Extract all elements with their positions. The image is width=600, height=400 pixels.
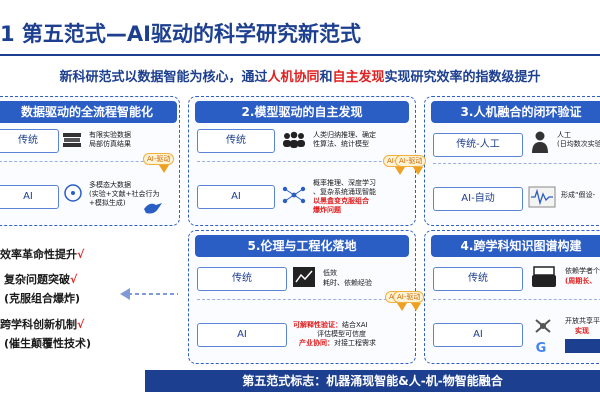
benefit-text: (克服组合爆炸) <box>4 292 81 305</box>
scientist-icon <box>527 129 553 155</box>
people-icon <box>279 129 309 151</box>
down-arrow <box>411 303 421 311</box>
label-traditional: 传统 <box>433 267 523 291</box>
divider <box>197 161 407 162</box>
down-arrow <box>395 167 405 175</box>
check-mark: √ <box>70 273 78 286</box>
p2-row2-red-1: 以黑盒变克服组合 <box>313 197 369 205</box>
p5-row2-line-3: 产业协同：对接工程需求 <box>299 339 376 348</box>
p2-row2-red-2: 爆炸问题 <box>313 206 341 214</box>
subtitle-highlight: 自主发现 <box>332 70 385 85</box>
label-traditional: 传统 <box>0 129 59 153</box>
subtitle-part: 和 <box>319 70 333 85</box>
panel-title: 5.伦理与工程化落地 <box>195 235 409 257</box>
label-ai-auto: AI-自动 <box>433 187 523 211</box>
divider <box>0 161 169 162</box>
left-arrow <box>120 286 178 300</box>
benefit-item: (克服组合爆炸) <box>4 290 80 306</box>
p1-row2-desc-1: 多模态大数据 <box>89 181 131 189</box>
waveform-icon <box>527 183 557 211</box>
benefit-item: (催生颠覆性技术) <box>4 335 91 351</box>
p5-red-1: 可解释性验证： <box>293 321 342 329</box>
divider <box>433 299 600 300</box>
label-ai: AI <box>197 185 275 209</box>
panel-model-driven: 2.模型驱动的自主发现 传统 人类归纳推理、确定 性算法、统计模型 AI-驱动 … <box>188 96 416 226</box>
check-mark: √ <box>77 318 85 331</box>
label-ai: AI <box>197 323 287 347</box>
panel-ethics-engineering: 5.伦理与工程化落地 传统 低效 耗时、依赖经验 AI-驱动 AI 可解释性验证… <box>188 230 417 364</box>
p5-row2-line-1: 可解释性验证：结合XAI <box>293 321 368 330</box>
panel-knowledge-graph: 4.跨学科知识图谱构建 传统 依赖学者个 (周期长、 AI-驱动 AI G 开放… <box>393 230 600 364</box>
panel-title: 2.模型驱动的自主发现 <box>195 101 409 123</box>
subtitle-part: 实现研究效率的指数级提升 <box>384 70 541 85</box>
panel-title: 数据驱动的全流程智能化 <box>0 101 177 123</box>
ai-driven-tag: AI-驱动 <box>393 291 425 303</box>
p4-row2-desc-2: 实现 <box>575 327 589 335</box>
label-traditional: 传统 <box>197 129 275 153</box>
p2-row2-desc-2: 、复杂系统涌现智能 <box>313 188 376 196</box>
p1-row1-desc-1: 有限实验数据 <box>89 131 131 139</box>
label-traditional-manual: 传统-人工 <box>433 133 523 157</box>
panel-data-driven: 数据驱动的全流程智能化 传统 有限实验数据 局部仿真结果 AI-驱动 AI 多模… <box>0 96 180 226</box>
p3-row1-desc-1: 人工 <box>557 131 571 139</box>
clock-chart-icon <box>291 265 317 289</box>
label-ai: AI <box>0 185 59 209</box>
p5-row1-desc-2: 耗时、依赖经验 <box>323 279 372 287</box>
panel-human-machine: 3.人机融合的闭环验证 传统-人工 人工 (日均数次实验) AI-驱动 AI-自… <box>395 96 600 226</box>
check-mark: √ <box>77 248 85 261</box>
p4-row1-desc-1: 依赖学者个 <box>565 267 600 275</box>
page-title: 1 第五范式—AI驱动的科学研究新范式 <box>0 22 361 46</box>
p1-row2-desc-2: (实验+文献+社会行为 <box>89 190 160 198</box>
p4-row2-desc-1: 开放共享平 <box>565 317 600 325</box>
p5-desc-1: 结合XAI <box>342 321 368 329</box>
p3-row2-desc-1: 形成“假设- <box>561 191 596 199</box>
p2-row2-desc-1: 概率推理、深度学习 <box>313 179 376 187</box>
p5-row1-desc-1: 低效 <box>323 269 337 277</box>
google-logo-icon: G <box>535 340 547 356</box>
share-icon <box>531 315 555 337</box>
neural-network-icon <box>279 181 309 209</box>
p5-desc-2: 对接工程需求 <box>334 339 376 347</box>
ai-driven-tag: AI-驱动 <box>395 155 427 167</box>
p3-row1-desc-2: (日均数次实验) <box>557 140 600 148</box>
down-arrow <box>159 165 169 173</box>
divider <box>433 163 600 164</box>
p1-row1-desc-2: 局部仿真结果 <box>89 140 131 148</box>
benefit-item: 跨学科创新机制√ <box>0 316 84 332</box>
book-stack-icon <box>61 129 83 151</box>
benefit-text: 跨学科创新机制 <box>0 318 77 331</box>
p1-row2-desc-3: +模拟生成) <box>89 199 126 207</box>
benefit-text: (催生颠覆性技术) <box>4 337 92 350</box>
benefit-text: 效率革命性提升 <box>0 248 77 261</box>
title-divider <box>0 54 600 56</box>
panel-title: 3.人机融合的闭环验证 <box>431 101 600 123</box>
p4-row1-desc-2: (周期长、 <box>565 277 597 285</box>
p2-row1-desc-1: 人类归纳推理、确定 <box>313 131 376 139</box>
down-arrow <box>413 167 423 175</box>
p5-row2-line-2: 评估模型可信度 <box>317 330 366 338</box>
down-arrow <box>397 303 407 311</box>
network-icon <box>61 181 85 205</box>
p5-red-2: 产业协同： <box>299 339 334 347</box>
benefit-item: 复杂问题突破√ <box>4 271 77 287</box>
panel-title: 4.跨学科知识图谱构建 <box>431 235 600 257</box>
subtitle: 新科研范式以数据智能为核心，通过人机协同和自主发现实现研究效率的指数级提升 <box>0 66 600 85</box>
label-ai: AI <box>433 323 523 347</box>
footer-banner: 第五范式标志：机器涌现智能&人-机-物智能融合 <box>145 370 600 392</box>
benefit-text: 复杂问题突破 <box>4 273 70 286</box>
subtitle-highlight: 人机协同 <box>267 70 320 85</box>
subtitle-part: 新科研范式以数据智能为核心，通过 <box>59 70 268 85</box>
ai-driven-tag: AI-驱动 <box>143 153 175 165</box>
divider <box>197 299 407 300</box>
typewriter-icon <box>529 263 559 291</box>
benefit-item: 效率革命性提升√ <box>0 246 84 262</box>
highlight-box <box>565 339 600 353</box>
bird-logo-icon <box>141 197 165 219</box>
p2-row1-desc-2: 性算法、统计模型 <box>313 140 369 148</box>
label-traditional: 传统 <box>197 267 287 291</box>
